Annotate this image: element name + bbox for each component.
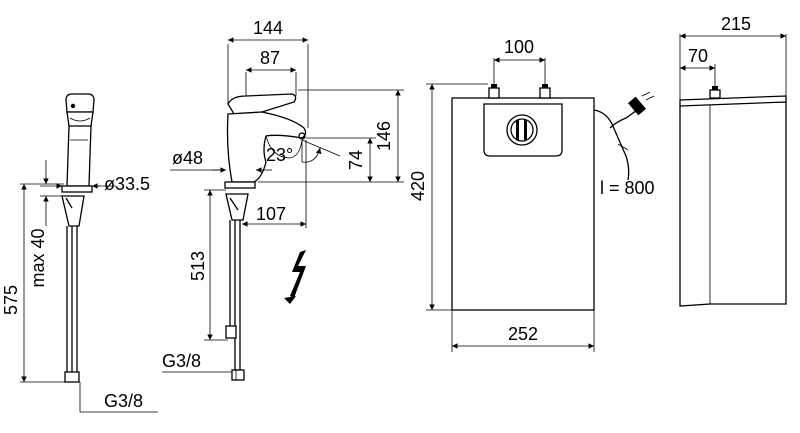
heater-side-view: 215 70: [679, 14, 787, 307]
dim-side-overall-width: 144: [253, 18, 283, 38]
dim-front-max-height: max 40: [28, 228, 48, 287]
dim-side-angle: 23°: [266, 145, 293, 165]
dim-heater-depth: 215: [721, 14, 751, 34]
dim-side-base-diameter: ø48: [172, 148, 203, 168]
faucet-front-view: ø33.5 575 max 40 G3/8: [1, 93, 158, 413]
faucet-side-view: 144 87 146 74 23° ø48 107 513: [162, 18, 404, 381]
dim-front-diameter: ø33.5: [104, 174, 150, 194]
dim-heater-connector-offset: 70: [688, 46, 708, 66]
dim-side-connection: G3/8: [162, 351, 201, 371]
dim-heater-height: 420: [408, 171, 428, 201]
dim-side-hose-length: 513: [188, 251, 208, 281]
dim-side-body-height: 146: [374, 121, 394, 151]
dim-side-reach: 107: [256, 204, 286, 224]
dim-side-spout-width: 87: [260, 48, 280, 68]
dim-heater-cable-length: l = 800: [600, 178, 655, 198]
lightning-icon: [284, 250, 306, 304]
dim-heater-width: 252: [508, 324, 538, 344]
dim-front-total-height: 575: [1, 285, 21, 315]
dim-front-connection: G3/8: [104, 391, 143, 411]
heater-front-view: 100 420 252 l = 800: [408, 37, 655, 352]
dim-side-spout-height: 74: [346, 150, 366, 170]
dim-heater-connector-spacing: 100: [504, 37, 534, 57]
